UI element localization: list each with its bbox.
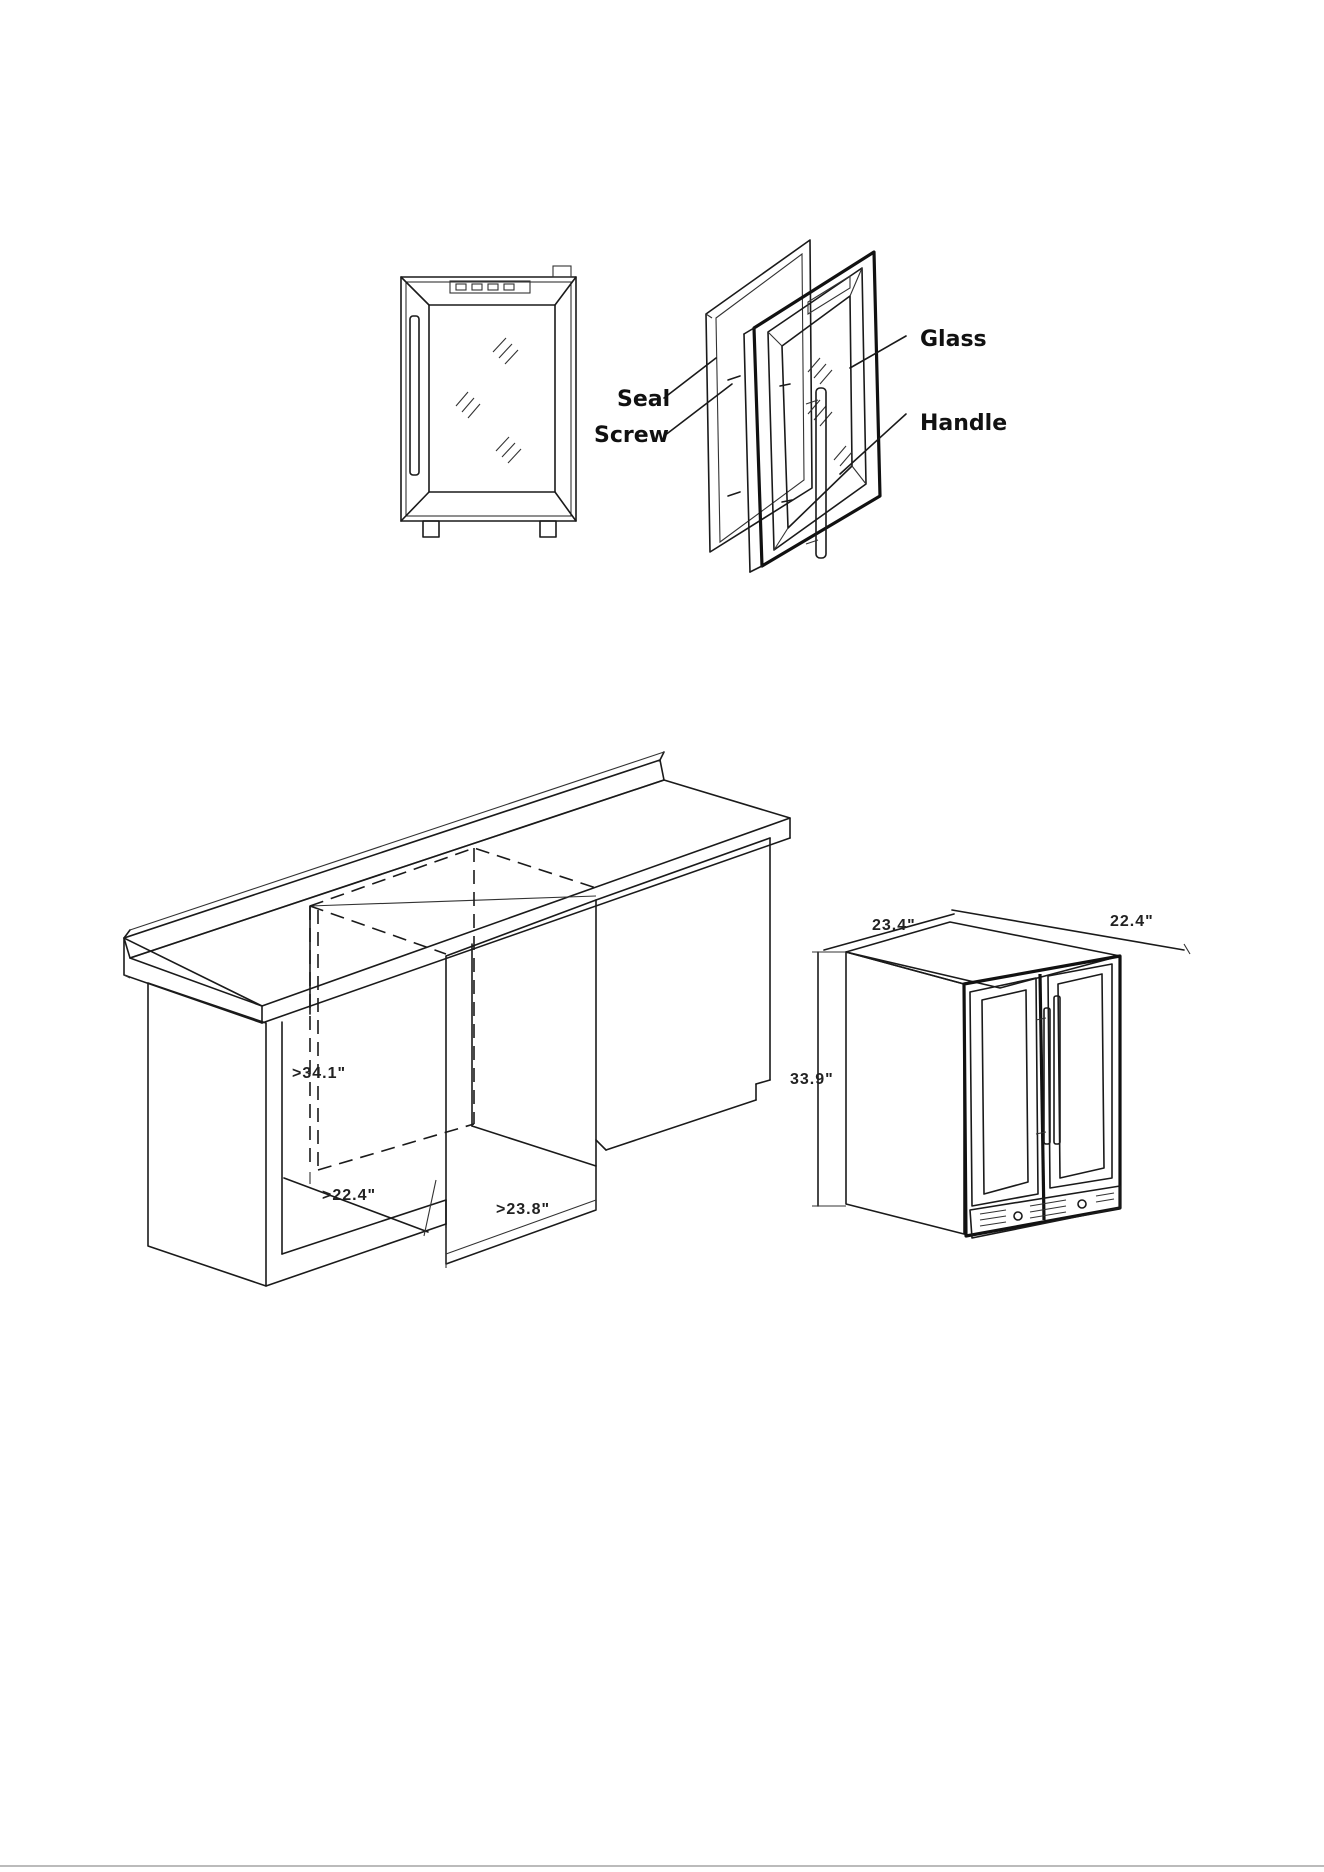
screw-icon [728,376,740,380]
dual-door-cooler-view: 23.4" 22.4" 33.9" [790,910,1190,1238]
opening-depth-label: >22.4" [322,1187,376,1204]
screw-leader [664,384,732,436]
exploded-door-view: Seal Screw Glass Handle [594,240,1007,572]
handle-label: Handle [920,411,1007,436]
cooler-side [846,952,964,1234]
glass-label: Glass [920,327,987,352]
cabinet-installation-view: >34.1" >22.4" >23.8" [124,752,790,1286]
foot-left [423,521,439,537]
foot-right [540,521,556,537]
unit-depth-label: 22.4" [1110,913,1154,930]
screw-label: Screw [594,423,669,448]
wine-cooler-front-view [401,266,576,537]
unit-height-label: 33.9" [790,1071,834,1088]
unit-width-label: 23.4" [872,917,916,934]
seal-label: Seal [617,387,670,412]
countertop [130,780,790,1006]
handle-front [410,316,419,475]
handle-leader [840,414,906,474]
opening-height-label: >34.1" [292,1065,346,1082]
opening-width-label: >23.8" [496,1201,550,1218]
seal-leader [664,358,716,398]
left-cabinet [148,983,266,1286]
control-panel [450,281,530,293]
